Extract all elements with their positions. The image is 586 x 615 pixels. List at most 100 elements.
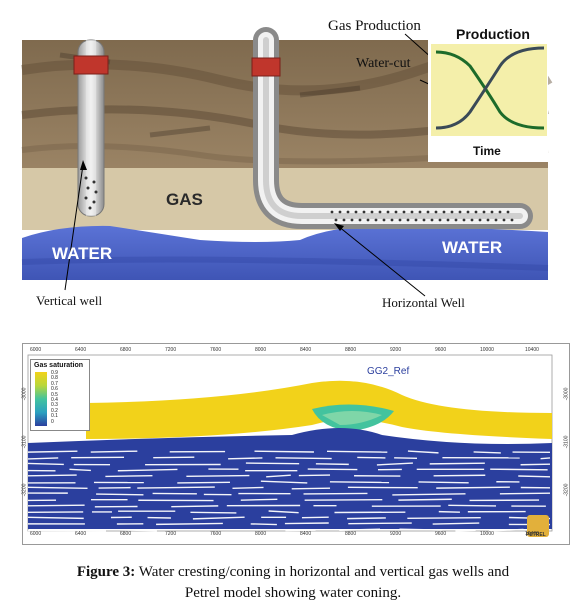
perforation-dot xyxy=(498,210,502,214)
perforation-dot xyxy=(478,218,482,222)
perforation-dot xyxy=(394,210,398,214)
perforation-dot xyxy=(470,218,474,222)
perforation-dot xyxy=(386,210,390,214)
perforation-dot xyxy=(486,218,490,222)
layer-striation xyxy=(245,462,300,465)
layer-striation xyxy=(418,481,469,484)
perforation-dot xyxy=(490,210,494,214)
legend-title: Gas saturation xyxy=(34,362,84,369)
layer-striation xyxy=(266,474,291,478)
axis-tick-label: 7200 xyxy=(165,347,177,353)
layer-striation xyxy=(118,529,157,532)
layer-striation xyxy=(27,486,88,490)
layer-striation xyxy=(27,462,64,466)
coning-schematic xyxy=(21,27,553,297)
axis-tick-label: 6800 xyxy=(120,531,132,537)
figure-caption: Figure 3: Water cresting/coning in horiz… xyxy=(0,562,586,604)
legend-value: 0.6 xyxy=(51,386,58,393)
layer-striation xyxy=(540,457,551,460)
layer-striation xyxy=(240,498,278,501)
layer-striation xyxy=(137,486,215,489)
perforation-dot xyxy=(350,218,354,222)
layer-striation xyxy=(275,457,332,460)
water-zone xyxy=(22,225,548,280)
gas-production-label: Gas Production xyxy=(328,18,421,34)
layer-striation xyxy=(520,463,551,466)
perforation-dot xyxy=(370,210,374,214)
axis-tick-label: 8800 xyxy=(345,347,357,353)
axis-tick-label: -3100 xyxy=(563,435,570,449)
perforation-dot xyxy=(482,210,486,214)
layer-striation xyxy=(171,505,219,508)
perforation-dot xyxy=(418,210,422,214)
axis-tick-label: 9200 xyxy=(390,347,402,353)
layer-striation xyxy=(254,450,314,453)
layer-striation xyxy=(348,522,412,525)
perforation-dot xyxy=(410,210,414,214)
y-axis-right: -3000-3100-3200 xyxy=(560,343,574,543)
axis-tick-label: 6400 xyxy=(75,531,87,537)
layer-striation xyxy=(433,474,486,477)
legend-value: 0 xyxy=(51,418,54,425)
layer-striation xyxy=(27,504,85,507)
layer-striation xyxy=(326,450,388,453)
layer-striation xyxy=(27,474,77,477)
layer-striation xyxy=(177,481,230,484)
perforation-dot xyxy=(502,218,506,222)
layer-striation xyxy=(186,474,250,477)
perforation-dot xyxy=(474,210,478,214)
layer-striation xyxy=(105,474,153,478)
layer-striation xyxy=(448,504,497,507)
axis-tick-label: 6000 xyxy=(30,347,42,353)
vertical-well-packer xyxy=(73,55,109,75)
perforation-dot xyxy=(406,218,410,222)
layer-striation xyxy=(407,517,481,520)
perforation-dot xyxy=(434,210,438,214)
legend-value: 0.3 xyxy=(51,402,58,409)
perforation-dot xyxy=(330,210,334,214)
legend-colorbar xyxy=(35,372,47,426)
axis-tick-label: 10400 xyxy=(525,531,539,537)
water-cut-curve xyxy=(435,46,545,130)
axis-tick-label: 9600 xyxy=(435,347,447,353)
layer-striation xyxy=(298,474,331,477)
legend-value: 0.7 xyxy=(51,380,58,387)
legend-value: 0.4 xyxy=(51,397,58,404)
layer-striation xyxy=(303,492,368,495)
layer-striation xyxy=(489,528,524,532)
layer-striation xyxy=(232,486,264,490)
axis-tick-label: 6000 xyxy=(30,531,42,537)
layer-striation xyxy=(429,462,485,465)
layer-striation xyxy=(291,487,331,490)
perforation-dot xyxy=(382,218,386,222)
axis-tick-label: -3200 xyxy=(563,483,570,497)
perforation-dot xyxy=(346,210,350,214)
axis-tick-label: 10000 xyxy=(480,347,494,353)
perforation-dot xyxy=(454,218,458,222)
layer-striation xyxy=(398,498,452,501)
layer-striation xyxy=(260,480,308,484)
water-left-label: WATER xyxy=(52,244,113,263)
vertical-well-label: Vertical well xyxy=(36,293,103,308)
layer-striation xyxy=(90,450,138,453)
perforation-dot xyxy=(446,218,450,222)
perforation-dot xyxy=(358,218,362,222)
layer-striation xyxy=(153,456,195,459)
water-right-label: WATER xyxy=(442,238,503,257)
perforation-dot xyxy=(430,218,434,222)
axis-tick-label: 10000 xyxy=(480,531,494,537)
layer-striation xyxy=(329,481,390,484)
layer-striation xyxy=(394,457,418,460)
perforation-dot xyxy=(450,210,454,214)
inset-xlabel: Time xyxy=(473,144,501,158)
perforation-dot xyxy=(510,218,514,222)
perforation-dot xyxy=(378,210,382,214)
layer-striation xyxy=(392,493,466,496)
perforation-dot xyxy=(342,218,346,222)
perforation-dot xyxy=(402,210,406,214)
layer-striation xyxy=(436,486,510,489)
layer-striation xyxy=(27,516,84,520)
layer-striation xyxy=(339,528,381,531)
